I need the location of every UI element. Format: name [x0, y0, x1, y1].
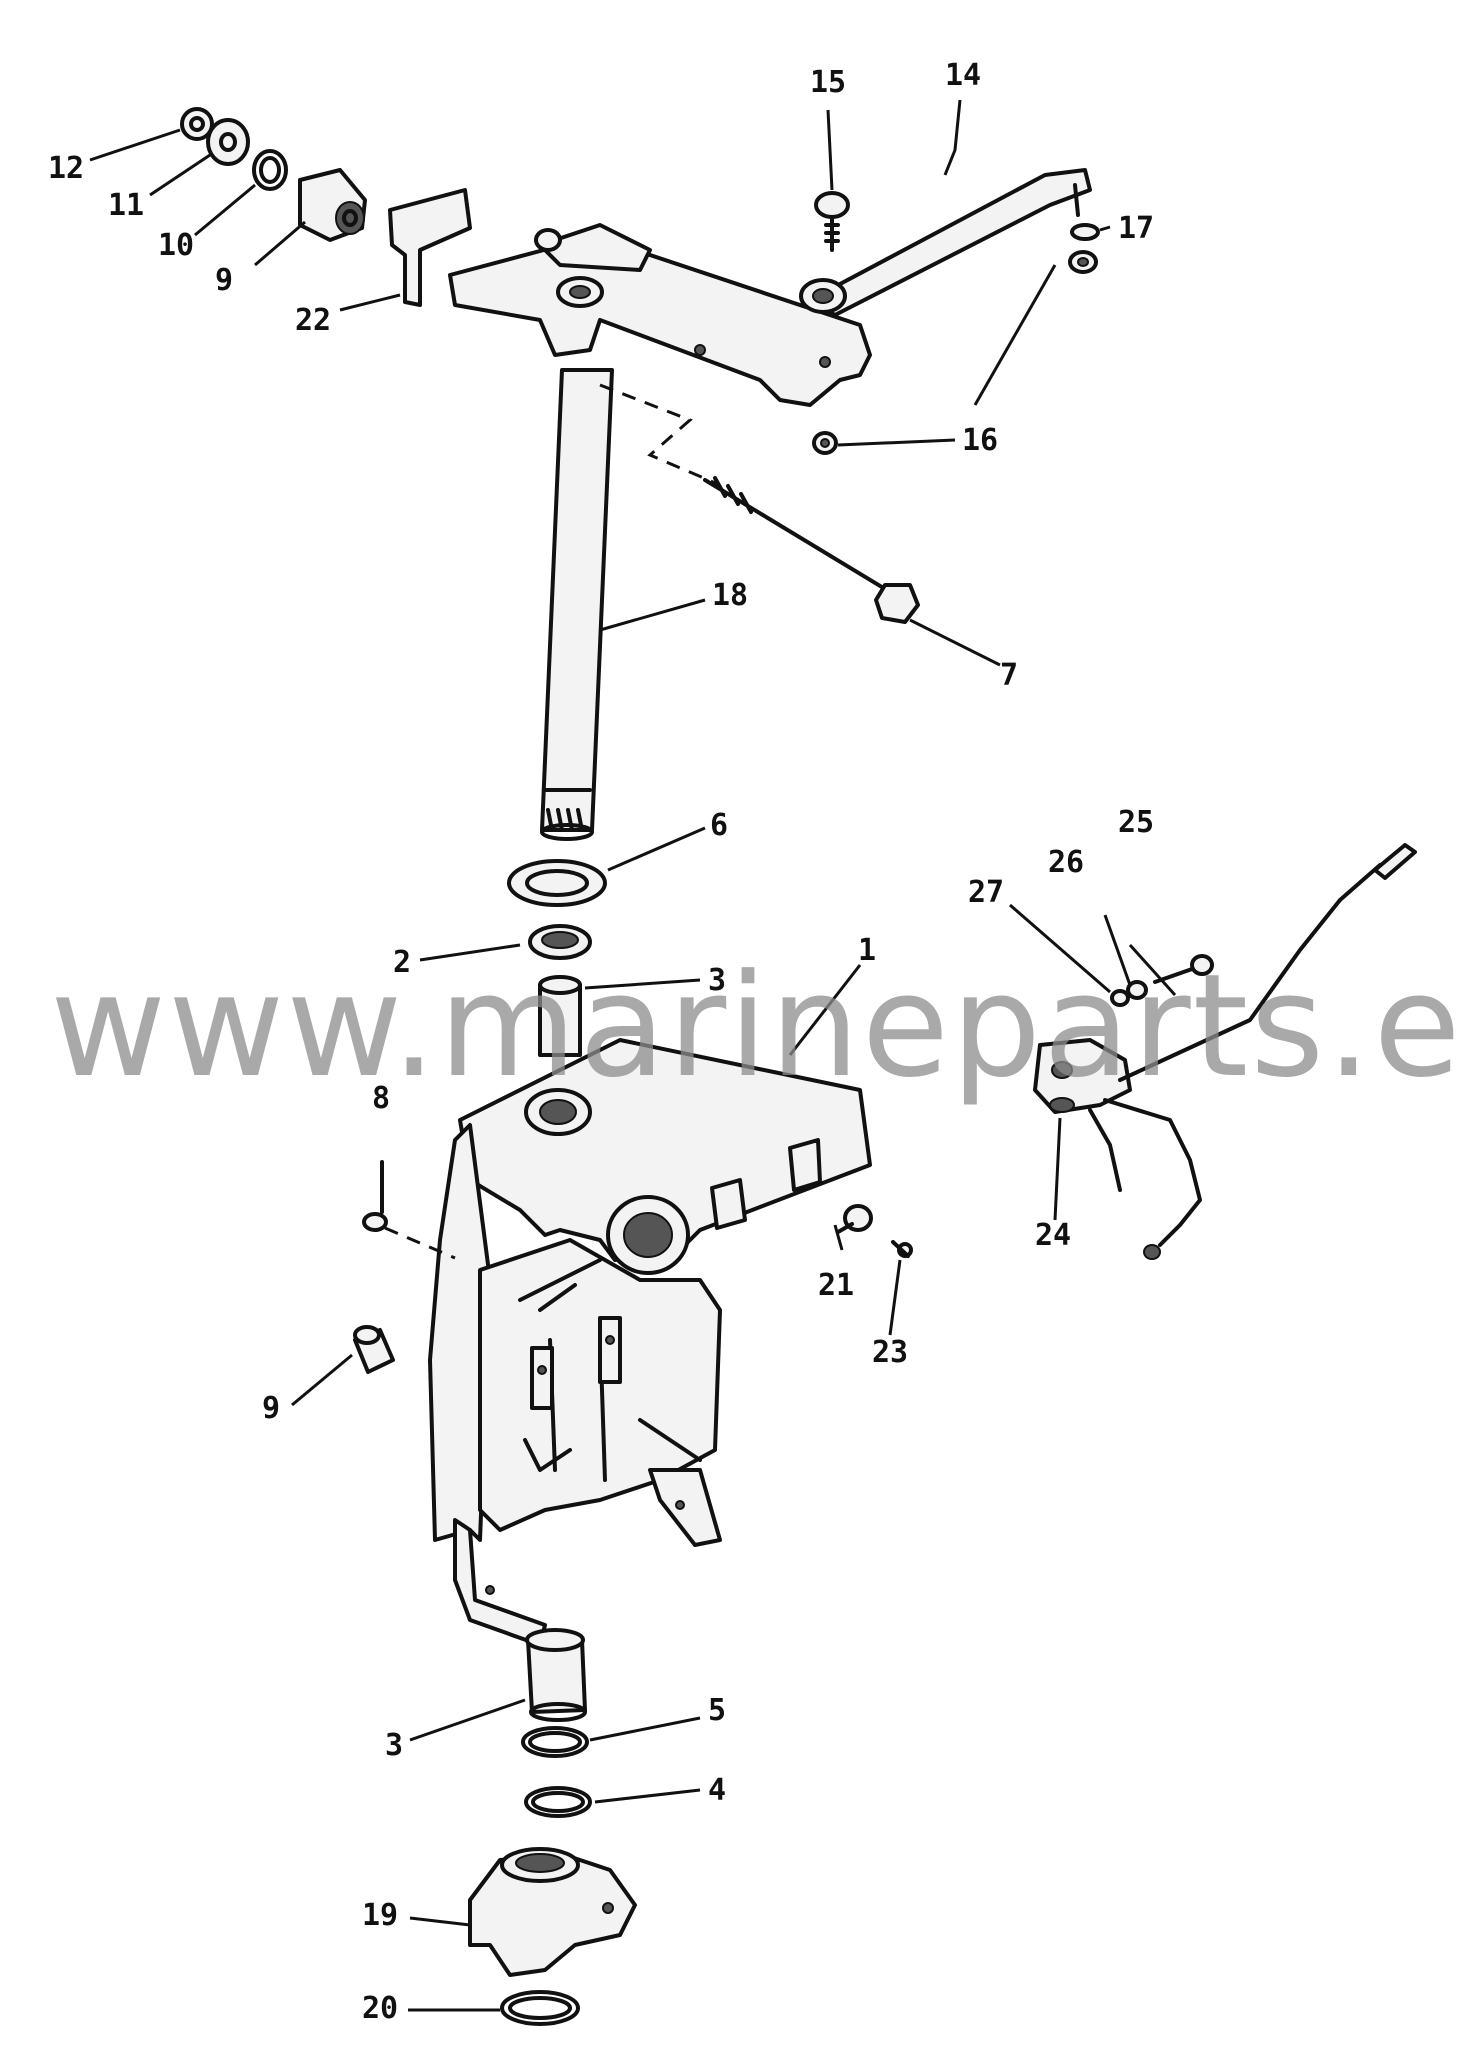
- part-22-plate: [388, 188, 472, 307]
- watermark-text: www.marineparts.eu: [50, 944, 1458, 1109]
- callout-26: 26: [1048, 845, 1084, 880]
- callout-18: 18: [712, 578, 748, 613]
- part-15-bolt: [814, 191, 850, 252]
- callout-12: 11: [108, 188, 144, 223]
- callout-14: 14: [945, 58, 981, 93]
- callout-15: 15: [810, 65, 846, 100]
- callout-21: 21: [818, 1268, 854, 1303]
- callout-1: 1: [858, 933, 876, 968]
- part-16-nut-upper: [1068, 250, 1098, 274]
- callout-19: 19: [362, 1898, 398, 1933]
- callout-22: 22: [295, 303, 331, 338]
- steering-yoke: [448, 223, 872, 407]
- part-19-collar: [468, 1847, 637, 1977]
- part-13-nut: [180, 107, 214, 141]
- part-26-washer: [1126, 980, 1148, 1000]
- part-9-through-bolt: [703, 476, 920, 624]
- callout-4: 4: [708, 1773, 726, 1808]
- part-16-nut-lower: [812, 431, 838, 455]
- callout-3-lower: 3: [385, 1728, 403, 1763]
- part-18-steering-tube: [540, 368, 614, 841]
- callout-16-upper: 16: [962, 423, 998, 458]
- callout-10: 9: [215, 263, 233, 298]
- part-12-washer: [206, 118, 250, 166]
- part-11-ring: [252, 149, 288, 191]
- dashed-guide-bolt-6: [384, 1226, 456, 1260]
- part-4-ring: [524, 1786, 592, 1818]
- callout-20: 20: [362, 1991, 398, 2026]
- part-6-screw: [362, 1160, 388, 1232]
- callout-8: 6: [710, 808, 728, 843]
- callout-labels: 12 11 10 9 22 15 14 17 16 18 7 6 2 3 1 8…: [48, 58, 1154, 2026]
- part-23-screw: [891, 1240, 913, 1258]
- callout-13: 12: [48, 151, 84, 186]
- part-3-bushing-upper: [538, 975, 582, 1057]
- part-10-mount: [298, 168, 367, 242]
- part-2-seal: [528, 924, 592, 960]
- part-8-thrust-washer: [507, 859, 607, 907]
- callout-24: 24: [1035, 1218, 1071, 1253]
- part-20-ring: [500, 1990, 580, 2026]
- dashed-guide-tube: [599, 383, 721, 487]
- part-27-nut: [1110, 989, 1130, 1007]
- callout-11: 10: [158, 228, 194, 263]
- callout-23: 23: [872, 1335, 908, 1370]
- part-5-ring: [521, 1726, 589, 1758]
- callout-25: 25: [1118, 805, 1154, 840]
- part-21-pin: [836, 1204, 873, 1234]
- callout-6: 8: [372, 1081, 390, 1116]
- part-3-bushing-lower: [525, 1628, 587, 1722]
- callout-27: 27: [968, 875, 1004, 910]
- part-14-link-arm: [799, 168, 1092, 317]
- callout-7: 9: [262, 1391, 280, 1426]
- callout-17: 17: [1118, 211, 1154, 246]
- part-17-washer: [1070, 223, 1100, 241]
- callout-2: 2: [393, 945, 411, 980]
- callout-3-upper: 3: [708, 963, 726, 998]
- callout-9: 7: [1000, 658, 1018, 693]
- part-7-sleeve: [353, 1325, 395, 1374]
- part-24-switch: [1033, 843, 1417, 1260]
- leader-lines: [89, 99, 1177, 2012]
- callout-5: 5: [708, 1693, 726, 1728]
- part-1-swivel-bracket: [428, 1038, 872, 1647]
